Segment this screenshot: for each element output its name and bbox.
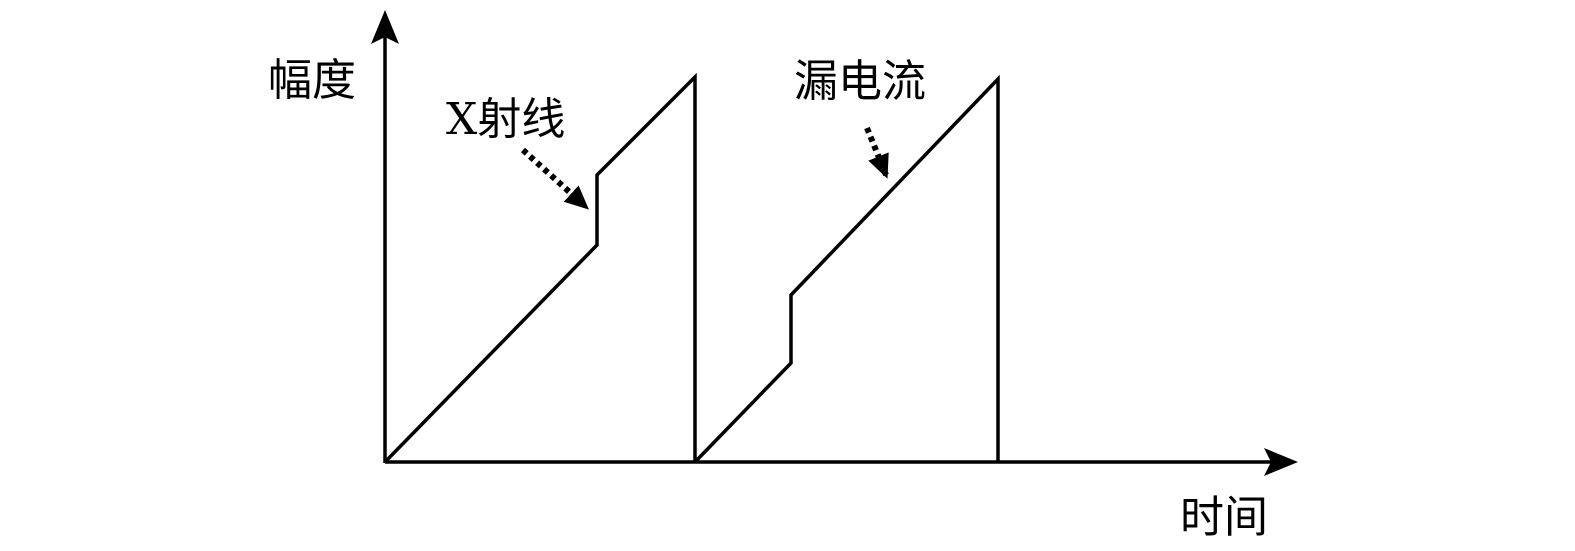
leakage-pointer-arrow [864,126,889,179]
y-axis-label: 幅度 [268,55,356,106]
y-axis-arrowhead [371,10,399,44]
x-axis-arrowhead [1264,448,1298,476]
pulse-1-waveform [383,72,697,464]
pulse-2-waveform [693,74,1000,464]
xray-pointer-arrow [520,147,589,210]
leakage-label: 漏电流 [794,56,926,107]
xray-label: X射线 [446,94,565,145]
x-axis-label: 时间 [1180,492,1268,543]
